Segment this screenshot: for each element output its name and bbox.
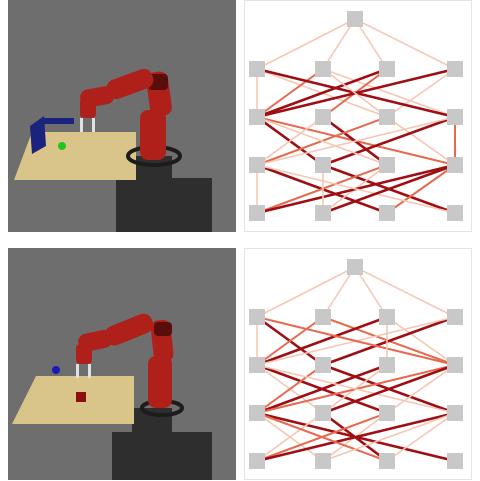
graph-edge: [256, 164, 388, 214]
graph-edge: [256, 412, 324, 462]
robot-pedestal: [116, 178, 212, 232]
graph-node: [315, 405, 331, 421]
robot-pedestal: [112, 432, 212, 480]
graph-node: [447, 157, 463, 173]
graph-node: [379, 453, 395, 469]
graph-edge: [256, 116, 388, 166]
graph-node: [315, 309, 331, 325]
graph-edge: [322, 115, 456, 167]
graph-edge: [256, 266, 356, 318]
graph-node: [315, 453, 331, 469]
graph-node: [315, 109, 331, 125]
graph-node: [249, 309, 265, 325]
robot-arm: [80, 68, 182, 167]
graph-node: [379, 109, 395, 125]
graph-edge: [256, 412, 388, 462]
graph-2: [249, 259, 463, 469]
graph-node: [447, 453, 463, 469]
graph-node: [447, 309, 463, 325]
graph-node: [447, 109, 463, 125]
graph-edge: [256, 315, 388, 367]
graph-node: [447, 61, 463, 77]
target-marker: [58, 142, 66, 150]
graph-edge: [386, 68, 456, 118]
graph-edge: [386, 116, 456, 166]
object: [76, 392, 86, 402]
graph-edge: [256, 68, 324, 118]
graph-edge: [386, 412, 456, 462]
graph-node: [447, 205, 463, 221]
simulation-view-1: [8, 0, 236, 232]
graph-edge: [322, 68, 388, 118]
graph-edge: [386, 164, 456, 214]
graph-node: [249, 405, 265, 421]
graph-node: [315, 357, 331, 373]
graph-node: [379, 309, 395, 325]
graph-edge: [322, 68, 456, 118]
graph-view-1: [244, 0, 472, 232]
graph-node: [315, 157, 331, 173]
graph-edge: [322, 315, 456, 367]
table-top: [12, 376, 134, 424]
graph-edge: [256, 411, 456, 463]
graph-node: [379, 61, 395, 77]
graph-edge: [322, 412, 456, 462]
graph-edge: [256, 116, 324, 166]
graph-edge: [354, 18, 456, 70]
object: [30, 116, 46, 154]
graph-node: [379, 357, 395, 373]
graph-edge: [256, 67, 388, 119]
graph-edge: [256, 164, 456, 214]
graph-node: [249, 453, 265, 469]
graph-node: [315, 61, 331, 77]
graph-1: [249, 11, 463, 221]
graph-node: [315, 205, 331, 221]
graph-node: [379, 405, 395, 421]
graph-node: [249, 61, 265, 77]
graph-edge: [256, 316, 324, 366]
graph-edge: [354, 266, 456, 318]
graph-edge: [322, 163, 456, 215]
graph-node: [379, 157, 395, 173]
graph-edge: [354, 18, 388, 70]
graph-edge: [256, 316, 456, 366]
graph-edge: [256, 364, 324, 414]
graph-node: [249, 205, 265, 221]
graph-edge: [322, 363, 456, 415]
graph-edge: [354, 266, 388, 318]
robot-arm: [76, 313, 184, 417]
graph-node: [249, 357, 265, 373]
graph-node: [249, 157, 265, 173]
graph-edge: [386, 316, 456, 366]
graph-edge: [256, 363, 388, 415]
robot-scene-1: [8, 0, 236, 232]
graph-node: [347, 259, 363, 275]
graph-edge: [256, 364, 456, 414]
graph-node: [447, 357, 463, 373]
graph-edge: [322, 18, 356, 70]
robot-scene-2: [8, 248, 236, 480]
graph-edge: [322, 266, 356, 318]
graph-node: [379, 205, 395, 221]
graph-node: [347, 11, 363, 27]
graph-edge: [256, 18, 356, 70]
target-marker: [52, 366, 60, 374]
graph-node: [447, 405, 463, 421]
graph-node: [249, 109, 265, 125]
graph-view-2: [244, 248, 472, 480]
graph-edge: [256, 116, 456, 166]
graph-edge: [386, 364, 456, 414]
simulation-view-2: [8, 248, 236, 480]
